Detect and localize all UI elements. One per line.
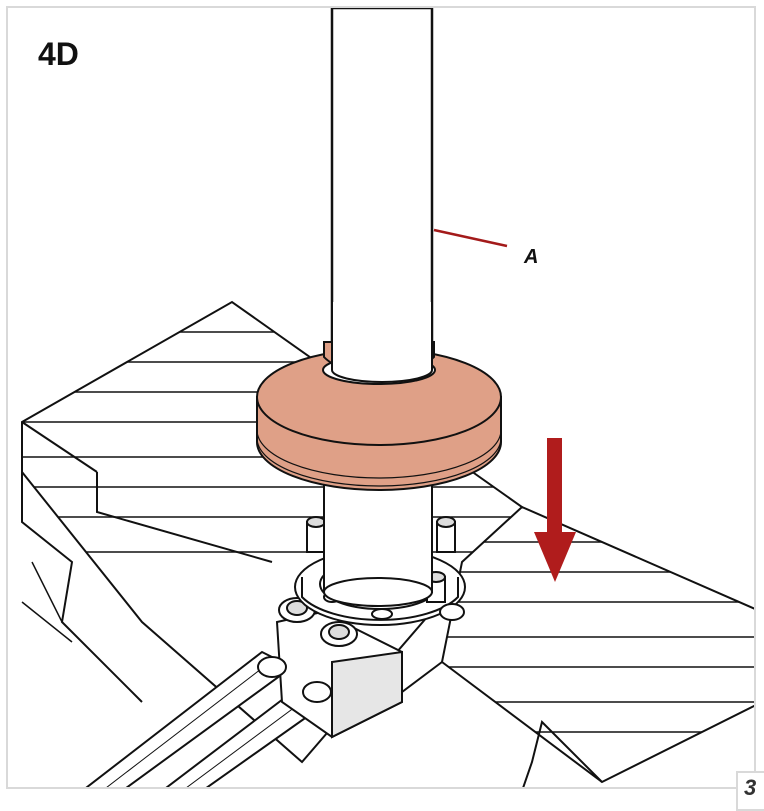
down-arrow-icon (534, 438, 576, 582)
lower-pipe (323, 481, 433, 607)
step-label: 4D (38, 36, 79, 72)
callout-leader-line (433, 228, 508, 248)
page-number: 3 (736, 771, 764, 811)
illustration (21, 8, 754, 787)
callout-label-a: A (524, 246, 539, 268)
diagram-frame: 4D A (6, 6, 756, 789)
flange (256, 302, 502, 491)
